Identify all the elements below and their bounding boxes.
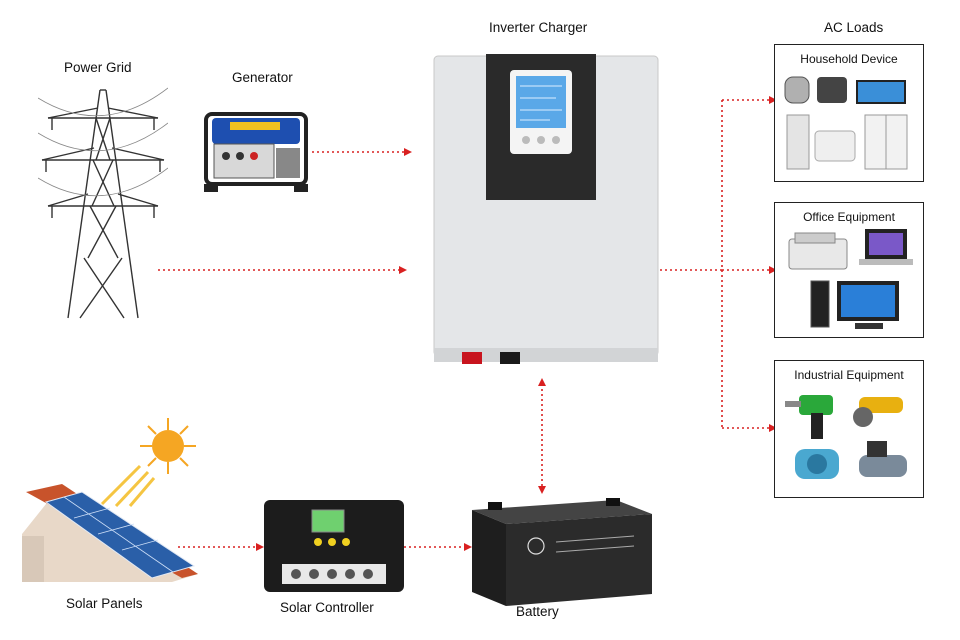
household-box: Household Device [774, 44, 924, 182]
solar-controller-icon [264, 500, 404, 592]
office-box: Office Equipment [774, 202, 924, 338]
industrial-title: Industrial Equipment [794, 368, 904, 382]
industrial-box: Industrial Equipment [774, 360, 924, 498]
inverter-label: Inverter Charger [489, 20, 588, 35]
generator-label: Generator [232, 70, 293, 85]
transmission-tower-icon [38, 87, 168, 319]
ac-loads-label: AC Loads [824, 20, 884, 35]
solar-roof-icon [22, 484, 198, 582]
industrial-equipment-icon [785, 395, 907, 479]
power-grid-label: Power Grid [64, 60, 132, 75]
battery-icon [472, 498, 652, 606]
office-title: Office Equipment [803, 210, 895, 224]
solar-controller-label: Solar Controller [280, 600, 374, 615]
inverter-charger-icon [433, 54, 659, 364]
solar-panels-label: Solar Panels [66, 596, 143, 611]
sun-icon [100, 418, 196, 508]
generator-icon [204, 112, 308, 192]
household-appliances-icon [784, 76, 908, 170]
office-equipment-icon [788, 229, 913, 329]
battery-label: Battery [516, 604, 559, 619]
household-title: Household Device [800, 52, 898, 66]
